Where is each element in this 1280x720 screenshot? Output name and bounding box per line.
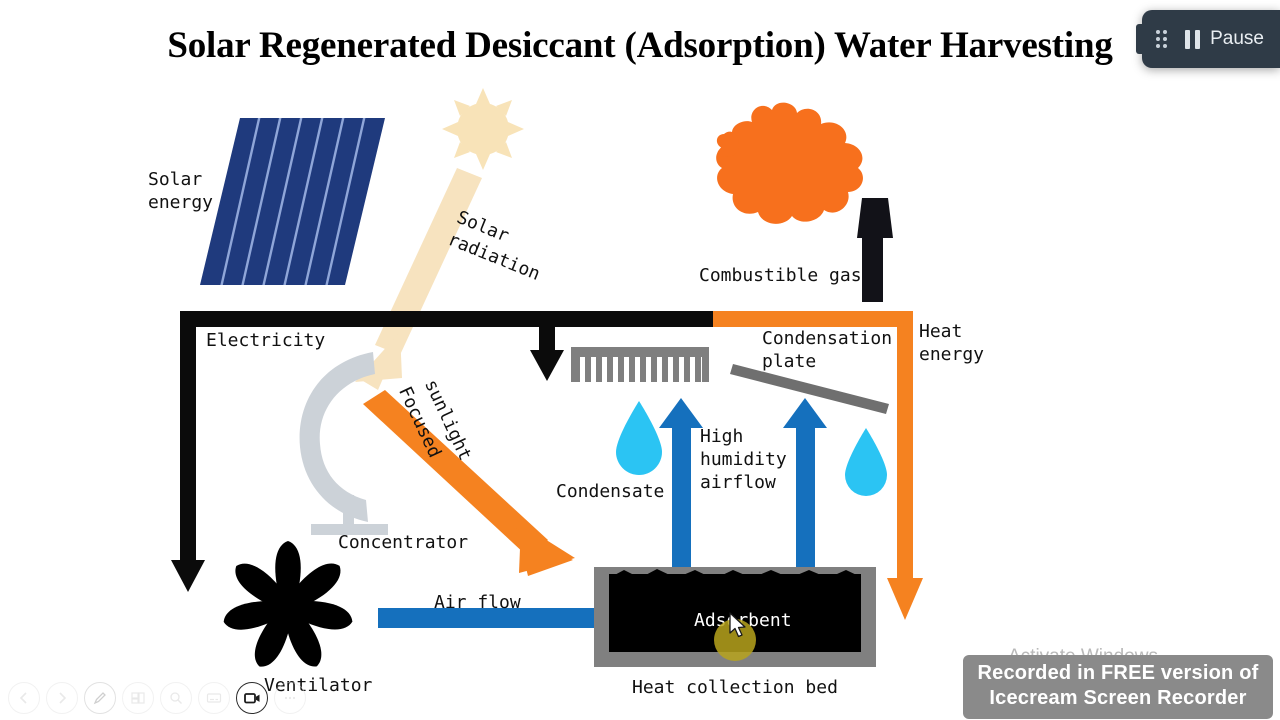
humidity-airflow-arrow-left (659, 398, 703, 568)
solar-panel-icon (200, 118, 385, 285)
page-title: Solar Regenerated Desiccant (Adsorption)… (167, 25, 1113, 66)
zoom-button[interactable] (160, 682, 192, 714)
previous-slide-button[interactable] (8, 682, 40, 714)
chevron-right-icon (59, 692, 67, 704)
label-condensation-plate: Condensation plate (762, 328, 893, 373)
icecream-watermark-line2: Icecream Screen Recorder (989, 687, 1247, 709)
ellipsis-icon (284, 696, 296, 700)
label-condensate: Condensate (556, 481, 665, 502)
widget-tab-nub (1136, 24, 1145, 54)
ventilator-icon (223, 541, 353, 667)
label-concentrator: Concentrator (338, 532, 469, 553)
label-air-flow: Air flow (434, 592, 521, 613)
electricity-pipe (171, 311, 718, 592)
radiator-icon (571, 347, 709, 382)
arrow-cursor (729, 612, 746, 638)
pen-tool-button[interactable] (84, 682, 116, 714)
icecream-watermark-line1: Recorded in FREE version of (977, 662, 1259, 684)
pen-icon (93, 692, 106, 705)
flare-stack-icon (857, 198, 893, 302)
subtitles-button[interactable] (198, 682, 230, 714)
concentrator-icon (299, 352, 388, 535)
screen-recorder-control-widget[interactable]: Pause (1136, 10, 1280, 68)
humidity-airflow-arrow-right (783, 398, 827, 568)
subtitles-icon (206, 693, 222, 703)
more-options-button[interactable] (274, 682, 306, 714)
condensate-droplet-icon (616, 401, 662, 475)
label-solar-energy: Solar energy (148, 169, 214, 214)
magnifier-icon (170, 692, 183, 705)
condensate-droplet-icon-right (845, 428, 887, 496)
pause-button-label: Pause (1210, 28, 1264, 49)
label-heat-energy: Heat energy (919, 321, 985, 366)
condensation-plate-icon (730, 364, 889, 414)
pause-icon (1185, 29, 1201, 49)
focused-sunlight-arrow (363, 390, 575, 576)
presentation-control-toolbar[interactable] (8, 682, 306, 714)
next-slide-button[interactable] (46, 682, 78, 714)
drag-dots-icon[interactable] (1156, 30, 1168, 48)
sun-icon (442, 88, 524, 170)
grid-icon (131, 692, 145, 704)
solar-radiation-arrow (355, 168, 482, 390)
heat-energy-pipe (713, 311, 923, 620)
all-slides-button[interactable] (122, 682, 154, 714)
label-high-humidity-airflow: High humidity airflow (700, 426, 787, 494)
record-button[interactable] (236, 682, 268, 714)
label-heat-collection-bed: Heat collection bed (632, 677, 838, 698)
chevron-left-icon (19, 692, 27, 704)
pause-button[interactable]: Pause (1185, 28, 1264, 50)
flame-icon (716, 102, 863, 224)
label-combustible-gas: Combustible gas (699, 265, 862, 286)
icecream-recorder-watermark: Recorded in FREE version of Icecream Scr… (963, 655, 1273, 719)
video-camera-icon (244, 693, 260, 704)
label-electricity: Electricity (206, 330, 326, 351)
